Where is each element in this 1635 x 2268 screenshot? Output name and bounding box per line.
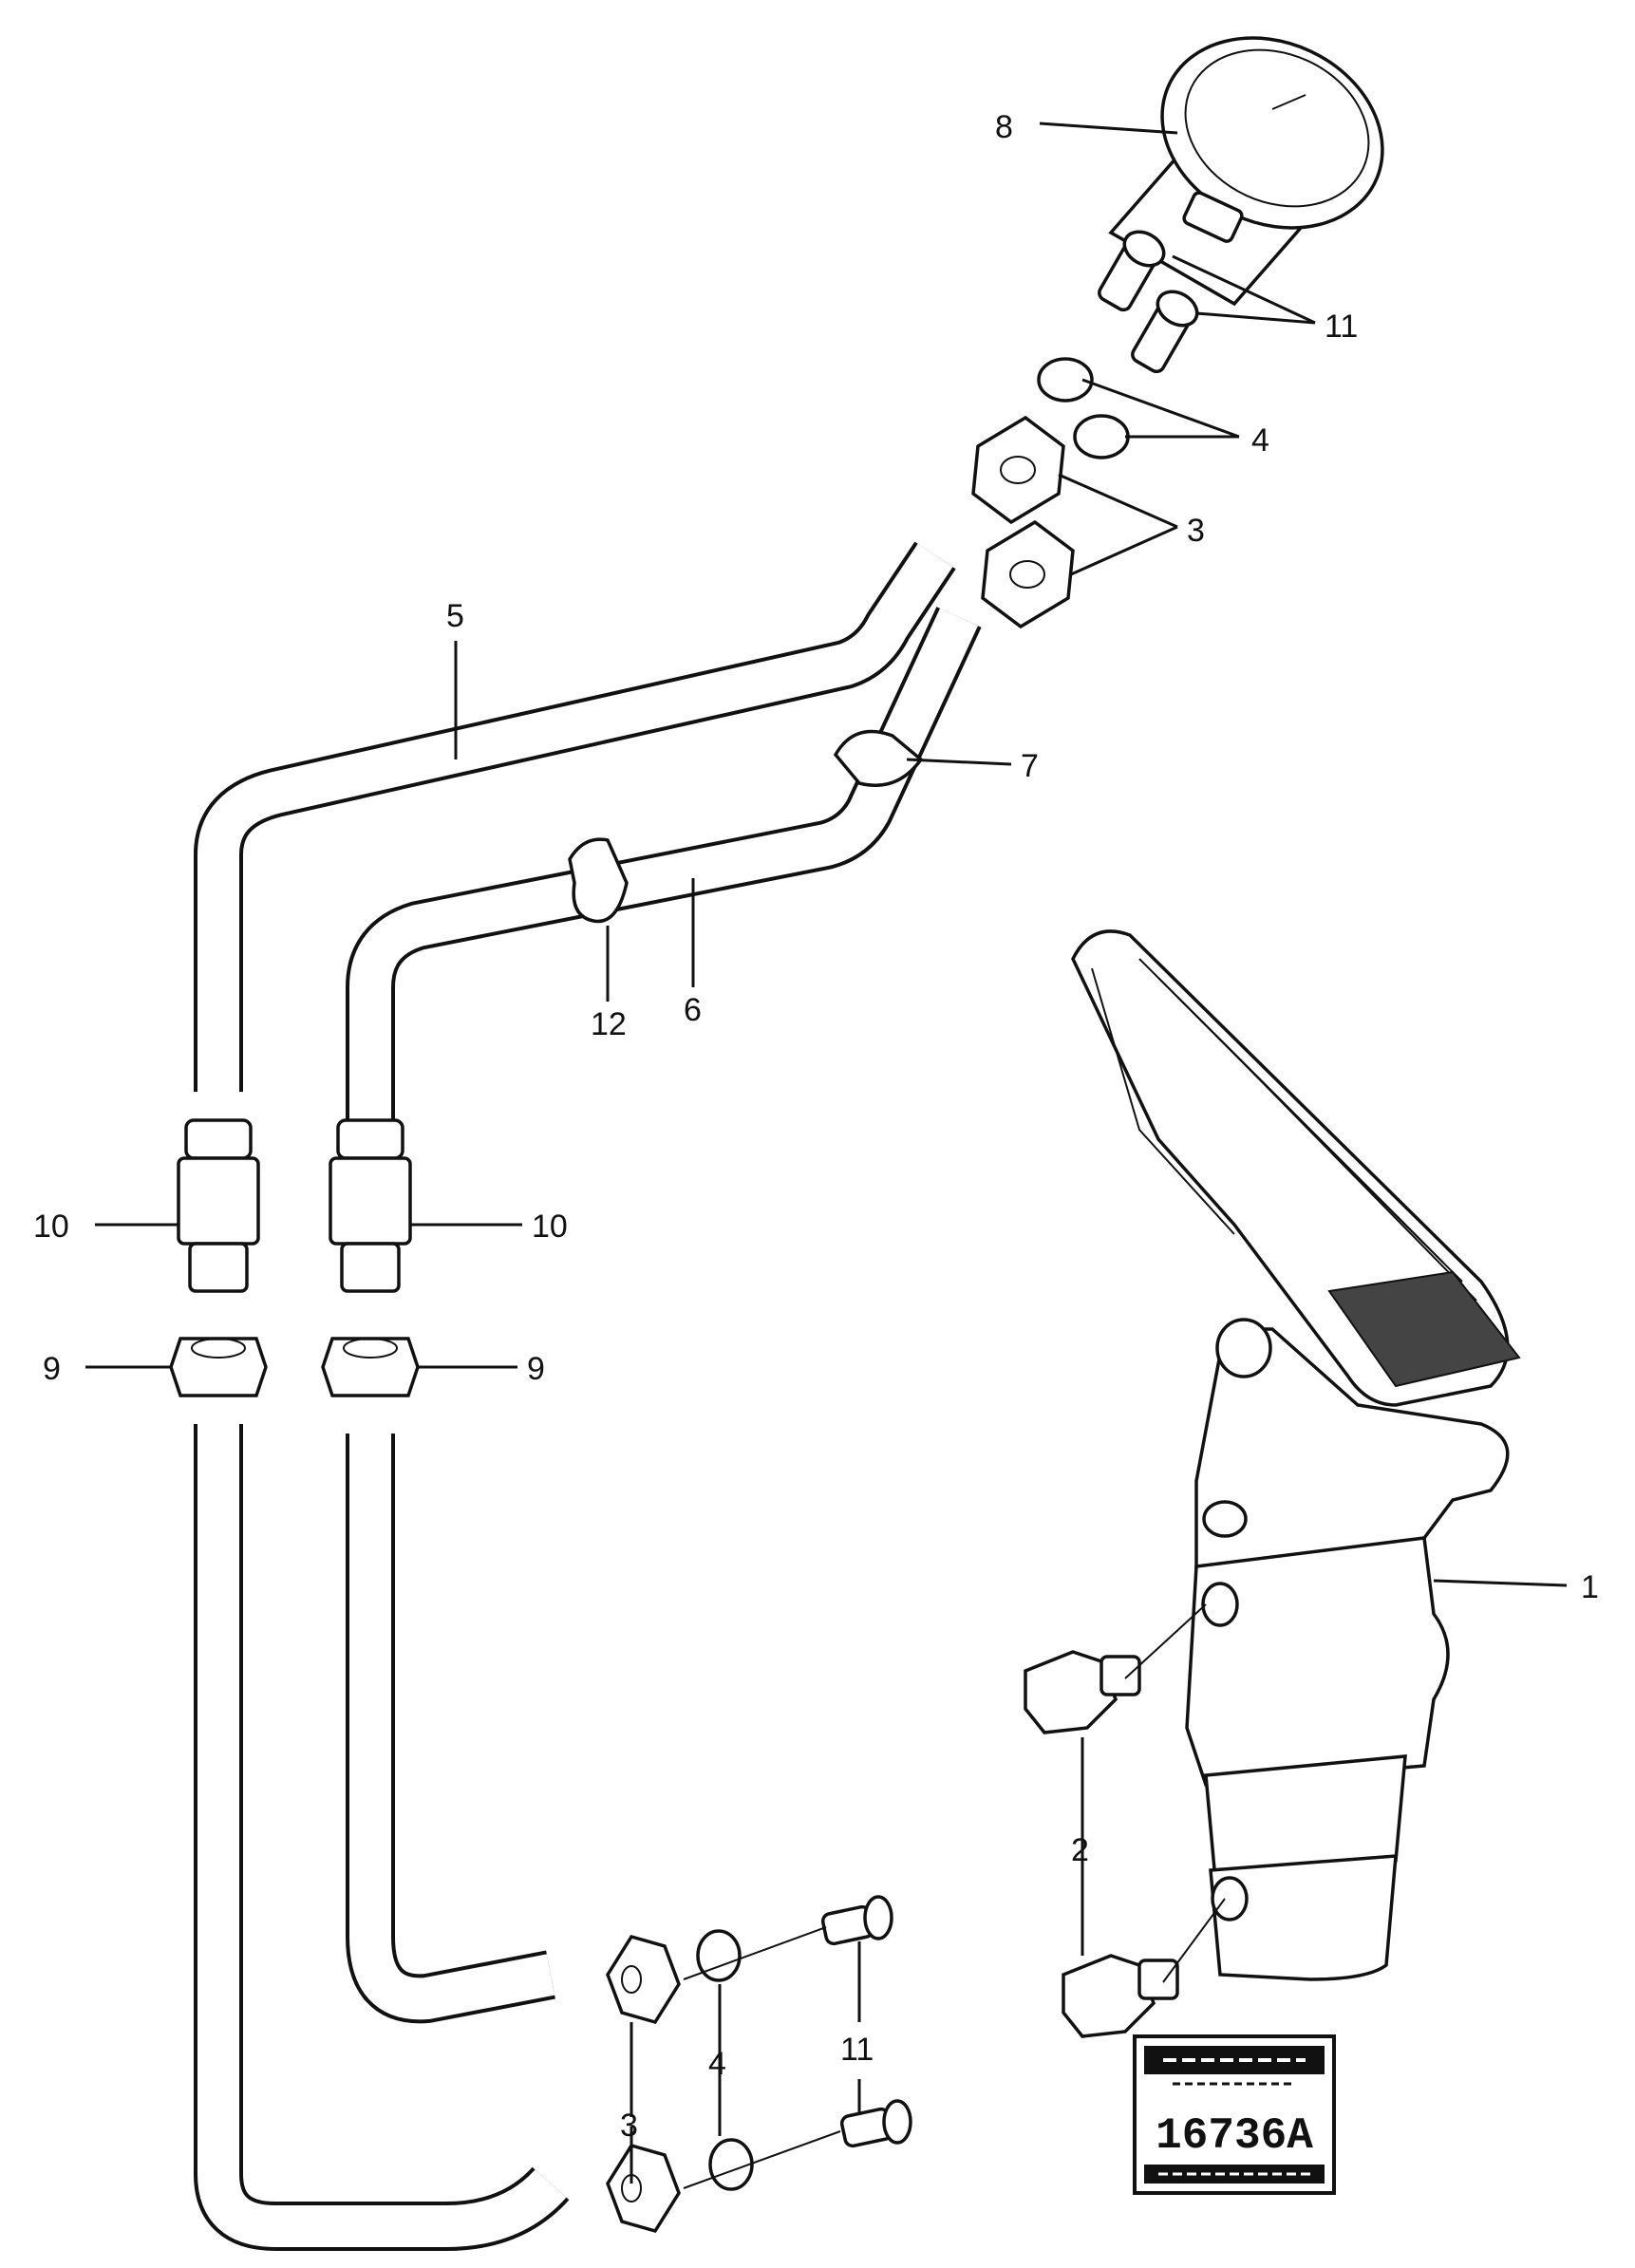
- brake-valve: [1185, 1318, 1510, 1981]
- connector-10-left: [177, 1118, 260, 1293]
- callout-10-left: 10: [33, 1209, 69, 1245]
- union-2-bottom: [1062, 1954, 1179, 2038]
- pipe-5: [194, 541, 956, 1092]
- lower-pipe-left: [194, 1424, 570, 2251]
- callout-labels: 8 11 4 3 5 7 12 6 10 10 9 9 1 2 11 4 3: [33, 109, 1599, 2144]
- nut-3-top-b: [981, 519, 1075, 629]
- nut-9-left: [169, 1337, 268, 1397]
- callout-8: 8: [995, 109, 1013, 145]
- washer-4-lower-a: [696, 1929, 742, 1982]
- brake-pedal: [1071, 929, 1521, 1407]
- callout-4-top: 4: [1251, 422, 1269, 459]
- nut-3-lower-b: [606, 2143, 681, 2234]
- pipe-6: [346, 607, 982, 1120]
- nut-3-top-a: [971, 415, 1065, 525]
- nipple-11-lower-b: [839, 2099, 912, 2148]
- leader-lines: [85, 122, 1568, 2189]
- callout-9-left: 9: [43, 1351, 61, 1387]
- clamp-12: [568, 837, 629, 924]
- stamp-code: 16736A: [1156, 2111, 1313, 2161]
- pressure-gauge: [1108, 36, 1384, 307]
- callout-11-bottom: 11: [840, 2032, 874, 2068]
- callout-7: 7: [1021, 748, 1039, 784]
- nut-3-lower-a: [606, 1934, 681, 2025]
- callout-3-top: 3: [1187, 513, 1205, 549]
- callout-11-top: 11: [1325, 309, 1358, 345]
- callout-9-right: 9: [527, 1351, 545, 1387]
- drawing-stamp: 16736A: [1133, 2034, 1336, 2195]
- nipple-11-top-b: [1131, 290, 1199, 374]
- callout-2: 2: [1071, 1832, 1089, 1868]
- callout-10-right: 10: [532, 1209, 568, 1245]
- nipple-11-lower-a: [820, 1895, 893, 1946]
- callout-4-bottom: 4: [708, 2046, 726, 2082]
- lower-pipe-right: [346, 1434, 555, 2024]
- callout-6: 6: [684, 992, 702, 1028]
- callout-3-bottom: 3: [620, 2108, 638, 2144]
- connector-10-right: [329, 1118, 412, 1293]
- washer-4-lower-b: [708, 2138, 754, 2191]
- nipple-11-top-a: [1098, 230, 1166, 312]
- washer-4-top-a: [1037, 357, 1094, 403]
- callout-12: 12: [591, 1006, 627, 1042]
- nut-9-right: [321, 1337, 420, 1397]
- washer-4-top-b: [1073, 414, 1130, 459]
- callout-1: 1: [1581, 1569, 1599, 1605]
- union-2-top: [1024, 1650, 1141, 1734]
- callout-5: 5: [446, 598, 464, 634]
